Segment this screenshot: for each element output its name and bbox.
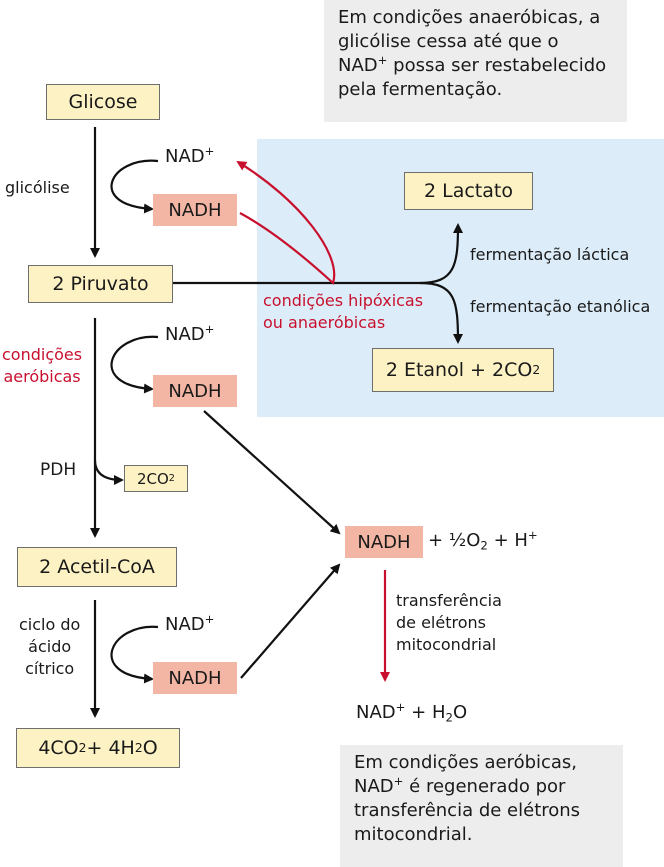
curve-nad-nadh-3 (110, 625, 159, 684)
arrow-nadh2-mito (203, 410, 341, 535)
curve-nad-nadh-1 (110, 159, 159, 214)
curve-nad-nadh-2 (110, 335, 159, 394)
curve-pdh-co2 (93, 459, 124, 485)
mito-products: NAD+ + H2O (356, 699, 468, 725)
arrow-fork-etanol (419, 281, 463, 344)
label-hipoxicas: condições hipóxicas ou anaeróbicas (263, 291, 424, 332)
nadh-box-1: NADH (153, 194, 237, 226)
note-top-line3: NAD+ possa ser restabelecido (338, 52, 607, 76)
label-ciclo-acido-citrico: ciclo do ácido cítrico (19, 615, 81, 678)
arrow-nadh3-mito (240, 563, 341, 679)
nad-label-3: NAD+ (165, 611, 215, 635)
label-pdh: PDH (40, 460, 77, 480)
box-piruvato: 2 Piruvato (28, 265, 173, 303)
label-glicolise: glicólise (5, 178, 70, 197)
note-top-line2: glicólise cessa até que o (338, 31, 559, 52)
nadh-box-2: NADH (153, 375, 237, 407)
label-cond-aerobicas: condições aeróbicas (2, 345, 83, 386)
nad-label-2: NAD+ (165, 321, 215, 345)
note-aerobic: Em condições aeróbicas, NAD+ é regenerad… (340, 745, 623, 867)
arrow-red-nadh-to-nad (236, 160, 336, 285)
note-bottom-line3: transferência de elétrons (354, 800, 581, 821)
box-glicose: Glicose (46, 84, 160, 120)
label-ferm-etanolica: fermentação etanólica (470, 297, 651, 316)
note-anaerobic: Em condições anaeróbicas, a glicólise ce… (324, 0, 627, 122)
label-ferm-lactica: fermentação láctica (470, 245, 630, 264)
nad-label-1: NAD+ (165, 143, 215, 167)
box-acetil-coa: 2 Acetil-CoA (17, 547, 177, 587)
arrow-fork-lactato (419, 223, 463, 285)
note-bottom-line1: Em condições aeróbicas, (354, 752, 578, 773)
note-bottom-line2: NAD+ é regenerado por (354, 773, 566, 797)
nadh-box-3: NADH (153, 662, 237, 694)
box-lactato: 2 Lactato (404, 172, 533, 210)
label-transferencia: transferência de elétrons mitocondrial (396, 591, 502, 654)
mito-nadh-box: NADH (345, 526, 423, 558)
note-top-line1: Em condições anaeróbicas, a (338, 7, 601, 28)
note-bottom-line4: mitocondrial. (354, 824, 473, 845)
note-top-line4: pela fermentação. (338, 79, 503, 100)
mito-reactants: + ½O2 + H+ (428, 527, 538, 553)
